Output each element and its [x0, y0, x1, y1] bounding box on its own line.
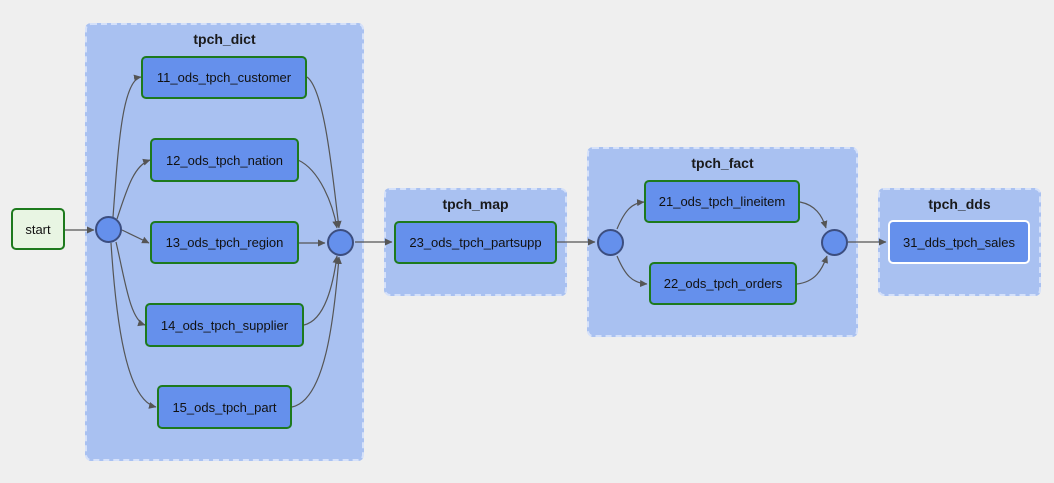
start-label: start	[25, 221, 51, 237]
join-node-fact-out	[821, 229, 848, 256]
task-23-ods-tpch-partsupp[interactable]: 23_ods_tpch_partsupp	[394, 221, 557, 264]
join-node-dict-in	[95, 216, 122, 243]
task-label: 22_ods_tpch_orders	[663, 276, 783, 291]
task-label: 23_ods_tpch_partsupp	[409, 235, 542, 250]
task-13-ods-tpch-region[interactable]: 13_ods_tpch_region	[150, 221, 299, 264]
task-label: 11_ods_tpch_customer	[156, 70, 292, 85]
task-21-ods-tpch-lineitem[interactable]: 21_ods_tpch_lineitem	[644, 180, 800, 223]
task-label: 12_ods_tpch_nation	[165, 152, 284, 168]
task-label: 14_ods_tpch_supplier	[160, 317, 289, 333]
group-title-tpch-map: tpch_map	[442, 196, 509, 212]
join-node-fact-in	[597, 229, 624, 256]
task-11-ods-tpch-customer[interactable]: 11_ods_tpch_customer	[141, 56, 307, 99]
task-label: 13_ods_tpch_region	[165, 235, 284, 250]
task-label: 31_dds_tpch_sales	[902, 234, 1016, 250]
join-node-dict-out	[327, 229, 354, 256]
task-label: 21_ods_tpch_lineitem	[658, 194, 786, 209]
start-node[interactable]: start	[11, 208, 65, 250]
group-title-tpch-dds: tpch_dds	[928, 196, 991, 212]
group-title-tpch-fact: tpch_fact	[691, 155, 754, 171]
task-label: 15_ods_tpch_part	[172, 399, 277, 415]
task-12-ods-tpch-nation[interactable]: 12_ods_tpch_nation	[150, 138, 299, 182]
task-31-dds-tpch-sales[interactable]: 31_dds_tpch_sales	[888, 220, 1030, 264]
task-14-ods-tpch-supplier[interactable]: 14_ods_tpch_supplier	[145, 303, 304, 347]
group-tpch-fact[interactable]: tpch_fact	[587, 147, 858, 337]
task-22-ods-tpch-orders[interactable]: 22_ods_tpch_orders	[649, 262, 797, 305]
group-title-tpch-dict: tpch_dict	[193, 31, 256, 47]
task-15-ods-tpch-part[interactable]: 15_ods_tpch_part	[157, 385, 292, 429]
